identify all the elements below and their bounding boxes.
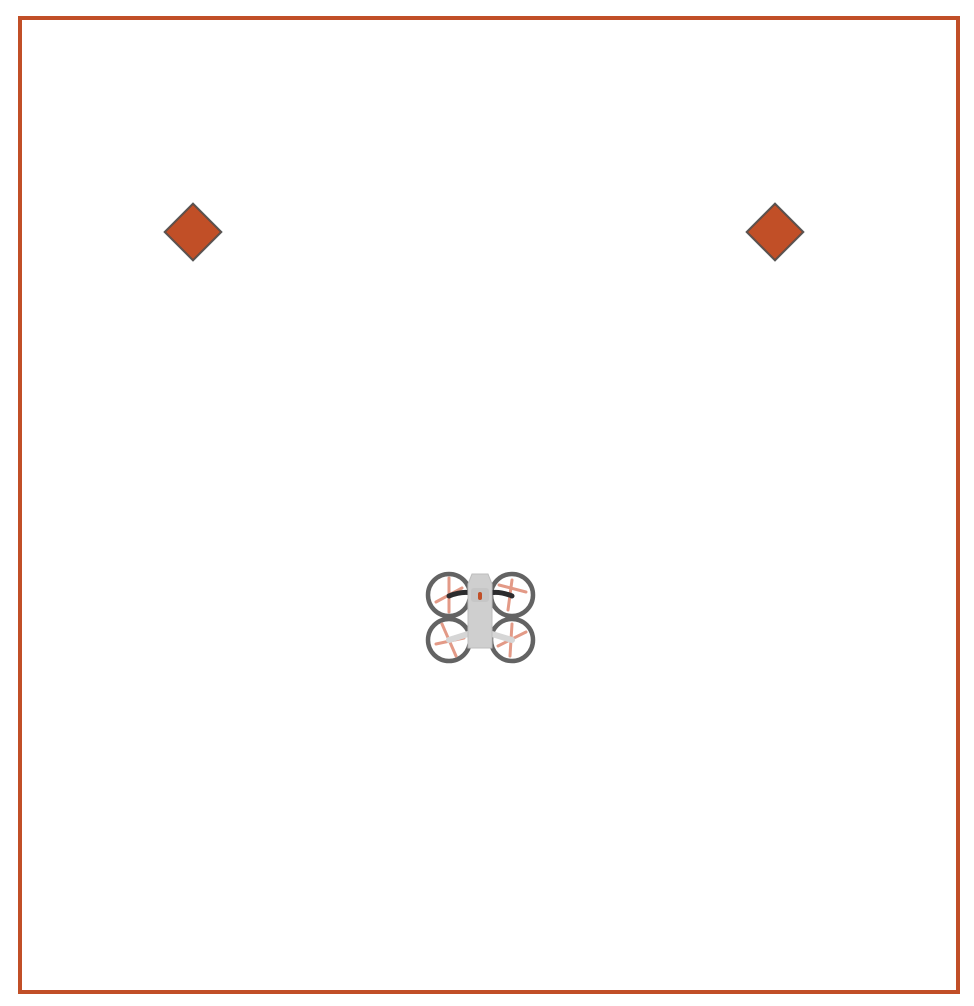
rear-arms bbox=[446, 631, 515, 643]
target-marker-left bbox=[163, 202, 223, 262]
arena-boundary bbox=[18, 16, 960, 994]
drone-body bbox=[467, 573, 493, 649]
quadcopter-drone-icon bbox=[425, 571, 536, 664]
target-marker-right bbox=[745, 202, 805, 262]
drone-camera bbox=[478, 592, 482, 600]
